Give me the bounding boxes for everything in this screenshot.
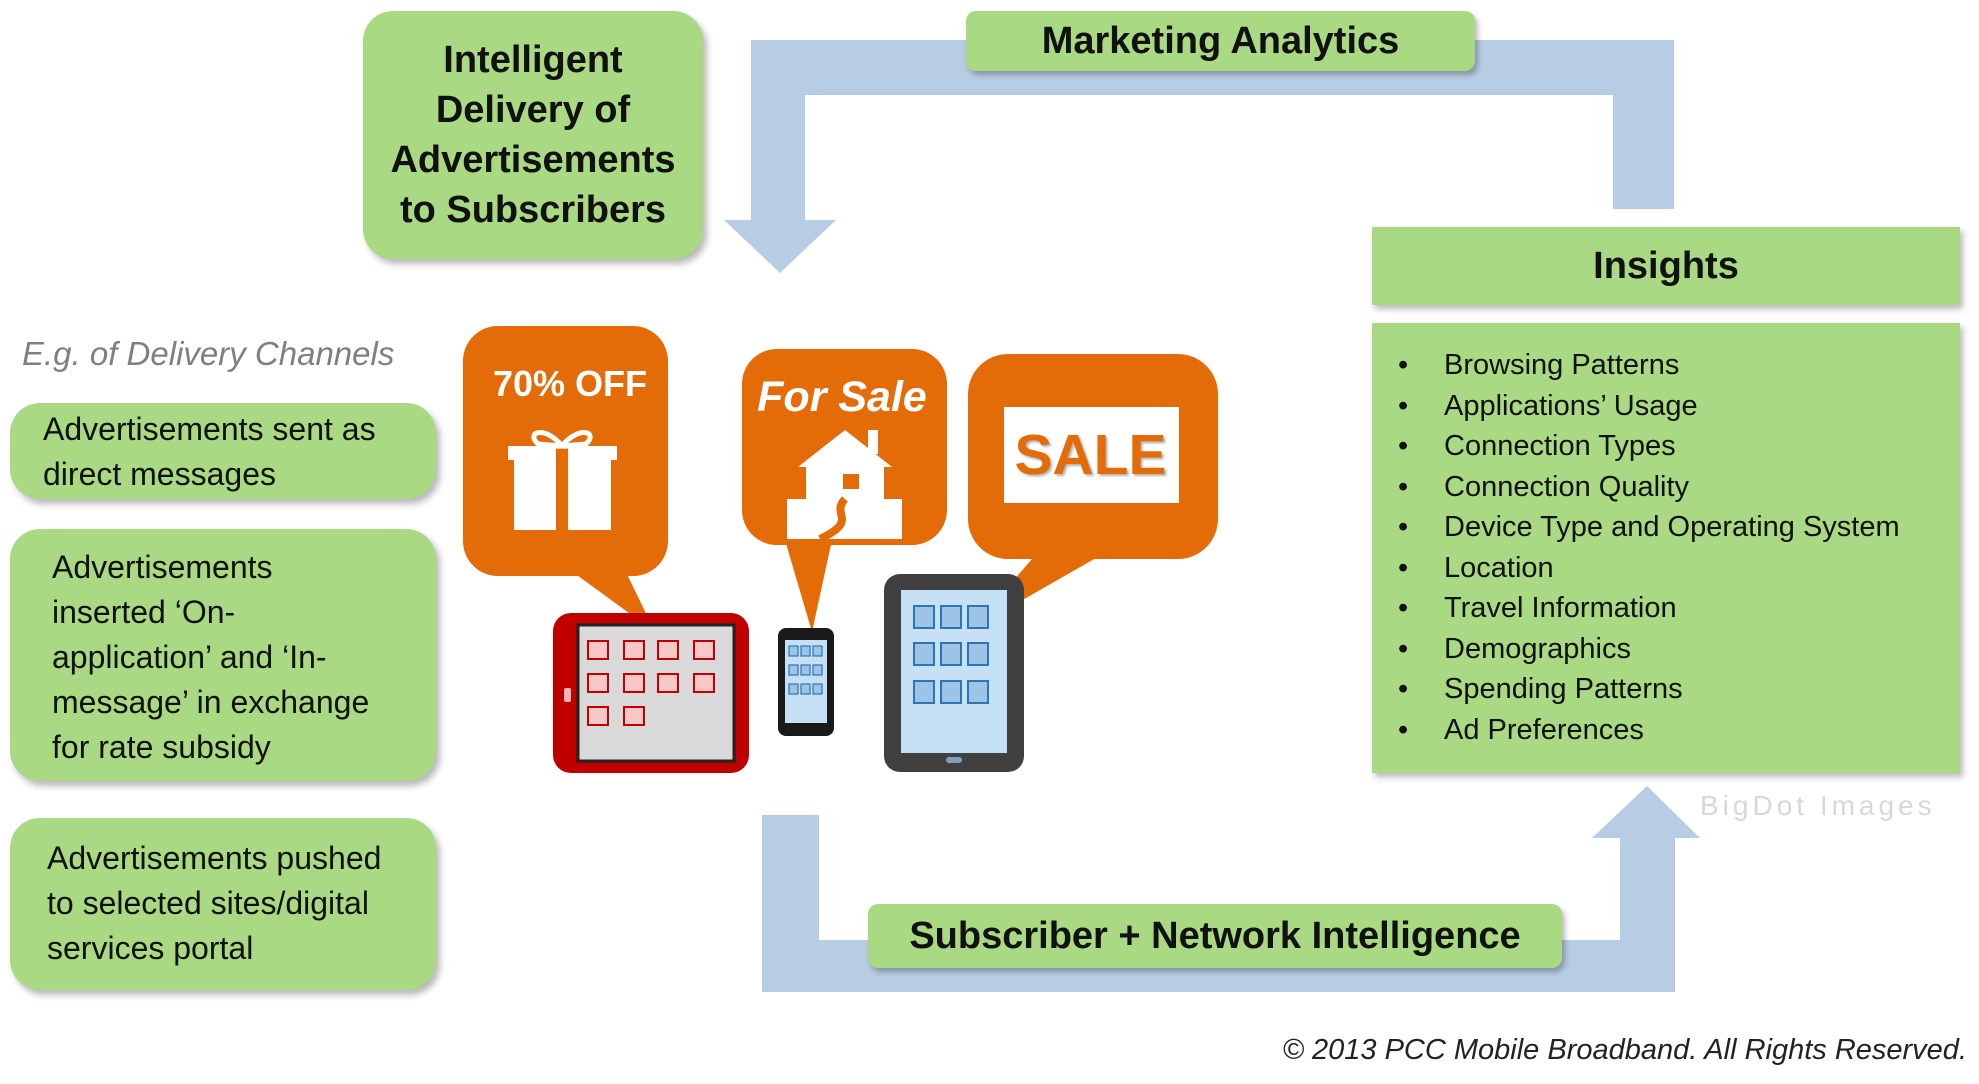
intelligent-delivery-line: to Subscribers (399, 189, 667, 231)
insight-item: Connection Types (1386, 426, 1960, 467)
channel-portal: Advertisements pushed to selected sites/… (10, 818, 436, 990)
insight-item: Demographics (1386, 629, 1960, 670)
house-icon (787, 430, 902, 543)
for-sale-text: For Sale (757, 373, 927, 421)
channel-direct-messages: Advertisements sent as direct messages (10, 403, 436, 499)
intelligent-delivery-line: Intelligent (443, 39, 623, 81)
channel-line: Advertisements (52, 549, 273, 585)
gift-icon (508, 430, 617, 530)
bubble-discount (463, 326, 668, 632)
bubble-for-sale (742, 349, 947, 632)
dark-tablet (884, 574, 1024, 772)
red-tablet (553, 613, 749, 773)
marketing-arrow (724, 40, 1674, 273)
sale-text: SALE (1014, 423, 1167, 487)
channel-line: application’ and ‘In- (52, 639, 327, 675)
watermark: BigDot Images (1700, 790, 1936, 821)
discount-text: 70% OFF (492, 363, 648, 404)
channel-line: services portal (47, 930, 254, 966)
insight-item: Spending Patterns (1386, 669, 1960, 710)
smartphone (778, 628, 834, 736)
bubble-sale (968, 354, 1218, 630)
insights-title: Insights (1372, 227, 1960, 305)
channel-in-application: Advertisements inserted ‘On- application… (10, 529, 436, 781)
insights-list: Browsing Patterns Applications’ Usage Co… (1372, 323, 1960, 773)
copyright-notice: © 2013 PCC Mobile Broadband. All Rights … (1282, 1034, 1967, 1066)
channel-line: inserted ‘On- (52, 594, 236, 630)
insight-item: Travel Information (1386, 588, 1960, 629)
insight-item: Applications’ Usage (1386, 386, 1960, 427)
channel-line: message’ in exchange (52, 684, 370, 720)
intelligent-delivery-line: Delivery of (435, 89, 631, 131)
delivery-channels-heading: E.g. of Delivery Channels (22, 335, 395, 372)
channel-line: direct messages (43, 456, 276, 492)
channel-line: for rate subsidy (52, 729, 271, 765)
channel-line: Advertisements sent as (43, 411, 376, 447)
channel-line: to selected sites/digital (47, 885, 369, 921)
subscriber-network-label: Subscriber + Network Intelligence (868, 904, 1562, 968)
insight-item: Browsing Patterns (1386, 345, 1960, 386)
insight-item: Ad Preferences (1386, 710, 1960, 751)
insight-item: Device Type and Operating System (1386, 507, 1960, 548)
channel-line: Advertisements pushed (47, 840, 382, 876)
intelligent-delivery-line: Advertisements (390, 139, 676, 181)
marketing-analytics-label: Marketing Analytics (966, 11, 1475, 71)
intelligent-delivery-box: Intelligent Delivery of Advertisements t… (363, 11, 703, 259)
app-tiles (587, 640, 715, 726)
insight-item: Connection Quality (1386, 467, 1960, 508)
insight-item: Location (1386, 548, 1960, 589)
